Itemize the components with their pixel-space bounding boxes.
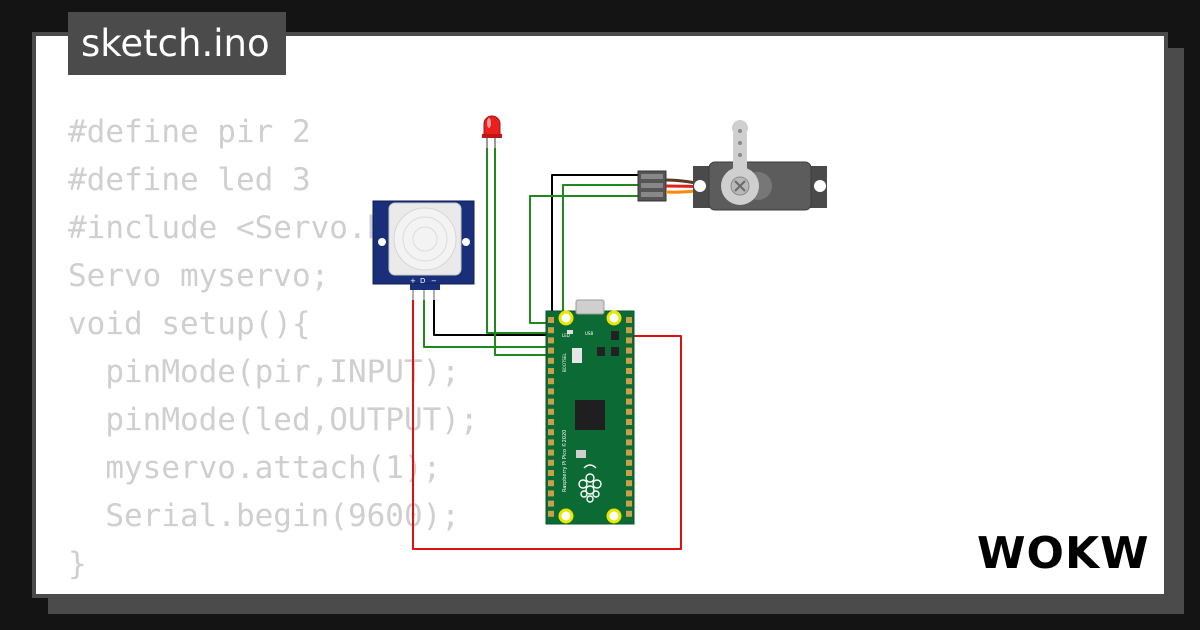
- pico-pin: [548, 388, 554, 395]
- pico-pin: [626, 429, 632, 436]
- pico-pin: [548, 500, 554, 507]
- servo-motor[interactable]: [637, 120, 827, 211]
- raspberry-logo-icon: [578, 464, 602, 503]
- pico-pin: [626, 439, 632, 446]
- pico-pin: [548, 470, 554, 476]
- pico-pin: [548, 347, 554, 354]
- pico-label-bootsel: BOOTSEL: [562, 353, 567, 372]
- red-led[interactable]: [482, 115, 502, 148]
- pico-pin: [548, 337, 554, 344]
- code-line: }: [68, 546, 87, 582]
- pico-pin: [548, 480, 554, 487]
- pico-pin: [626, 357, 632, 364]
- pico-pin: [548, 490, 554, 497]
- pico-pin: [626, 337, 632, 344]
- wire-servo-vcc[interactable]: [555, 184, 640, 319]
- pico-pin: [626, 408, 632, 415]
- pico-label-model: Raspberry Pi Pico ©2020: [561, 430, 568, 492]
- pico-pin: [548, 510, 554, 517]
- code-line: Serial.begin(9600);: [68, 498, 460, 534]
- wire-pir-gnd[interactable]: [433, 298, 555, 336]
- pico-pin: [548, 429, 554, 436]
- raspberry-pi-pico-board[interactable]: LED USB BOOTSEL Raspberry Pi Pico ©2020: [545, 299, 635, 525]
- code-line: void setup(){: [68, 306, 311, 342]
- wire-power-red[interactable]: [412, 298, 682, 550]
- code-line: pinMode(led,OUTPUT);: [68, 402, 479, 438]
- pir-pin-data: D: [420, 277, 425, 285]
- wokwi-logo-text: WOKWI: [977, 528, 1153, 574]
- pico-pin: [626, 459, 632, 466]
- pico-pin: [626, 500, 632, 507]
- pico-pin: [548, 317, 554, 323]
- pico-pin: [626, 470, 632, 476]
- pico-pin: [626, 449, 632, 456]
- pico-label-led: LED: [562, 333, 570, 338]
- pico-label-usb: USB: [585, 331, 593, 336]
- code-line: #include <Servo.h>: [68, 210, 404, 246]
- code-preview: #define pir 2 #define led 3 #include <Serv…: [68, 108, 479, 594]
- pico-pin: [548, 398, 554, 405]
- wokwi-logo: WOKWI: [975, 528, 1166, 579]
- pico-pin: [548, 408, 554, 415]
- pico-pin: [626, 388, 632, 395]
- code-line: myservo.attach(1);: [68, 450, 442, 486]
- pico-pin: [548, 357, 554, 364]
- pico-pin: [626, 419, 632, 425]
- pico-pin: [626, 490, 632, 497]
- pico-pin: [548, 419, 554, 425]
- pir-pin-vcc: +: [410, 277, 416, 285]
- pico-pin: [626, 317, 632, 323]
- pico-pin: [626, 398, 632, 405]
- pico-pin: [626, 368, 632, 374]
- file-tab-sketch[interactable]: sketch.ino: [68, 12, 286, 75]
- pico-pin: [626, 327, 632, 334]
- pico-pin: [626, 480, 632, 487]
- wire-led-2[interactable]: [494, 145, 555, 356]
- wire-servo-signal[interactable]: [529, 195, 640, 324]
- wire-pir-data[interactable]: [423, 298, 555, 348]
- pico-pin: [626, 347, 632, 354]
- pico-pins-left: [548, 317, 554, 517]
- pico-pin: [626, 510, 632, 517]
- pico-pin: [548, 378, 554, 385]
- pico-pin: [548, 449, 554, 456]
- pico-pin: [548, 327, 554, 334]
- wire-led-1[interactable]: [486, 145, 555, 334]
- pico-pins-right: [626, 317, 632, 517]
- pico-pin: [548, 439, 554, 446]
- code-line: Servo myservo;: [68, 258, 330, 294]
- pico-pin: [626, 378, 632, 385]
- pico-pin: [548, 459, 554, 466]
- pir-motion-sensor[interactable]: + D −: [372, 200, 475, 300]
- pico-pin: [548, 368, 554, 374]
- pir-pin-gnd: −: [431, 277, 437, 285]
- code-line: #define led 3: [68, 162, 311, 198]
- code-line: pinMode(pir,INPUT);: [68, 354, 460, 390]
- code-line: #define pir 2: [68, 114, 311, 150]
